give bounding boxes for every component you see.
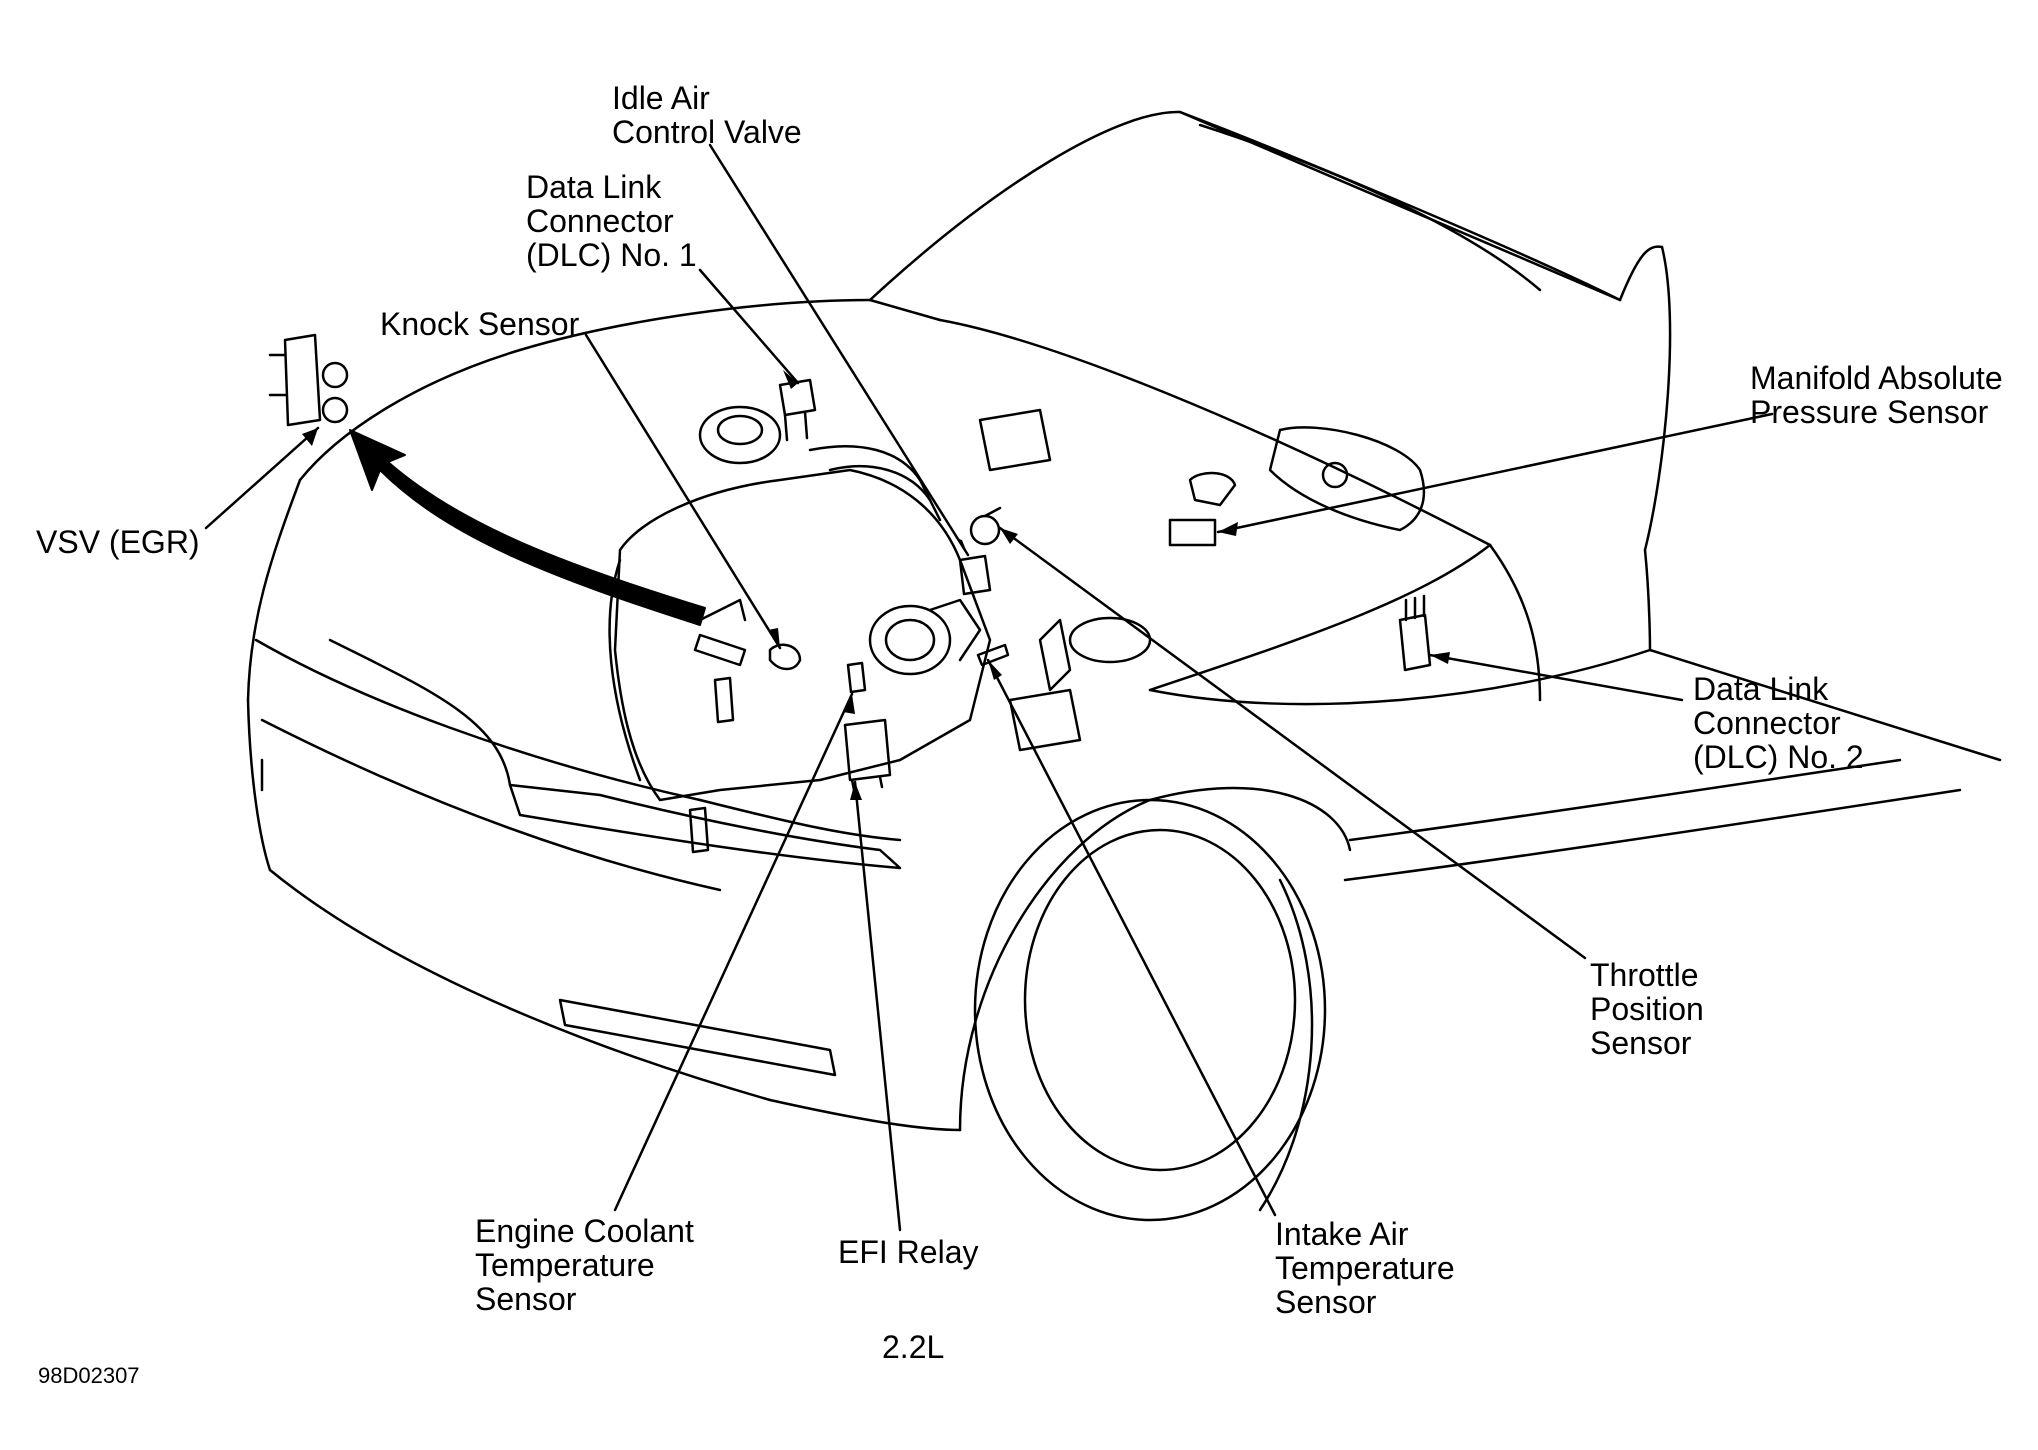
engine-coolant-temperature-sensor-part: [846, 661, 867, 694]
label-line: Intake Air: [1275, 1216, 1409, 1252]
oxygen-sensor-part: [688, 676, 735, 854]
leader-lines: [204, 143, 1774, 1232]
label-line: Sensor: [1275, 1284, 1377, 1320]
label-idle-air-control-valve: Idle Air Control Valve: [612, 81, 802, 149]
label-efi-relay: EFI Relay: [838, 1235, 978, 1269]
label-line: (DLC) No. 2: [1693, 739, 1864, 775]
engine-caption: 2.2L: [882, 1329, 945, 1365]
idle-air-control-valve-part: [958, 554, 992, 596]
leader-arrowheads: [302, 370, 1450, 800]
label-line: Pressure Sensor: [1750, 394, 1989, 430]
label-intake-air-temperature-sensor: Intake Air Temperature Sensor: [1275, 1217, 1455, 1319]
label-manifold-absolute-pressure-sensor: Manifold Absolute Pressure Sensor: [1750, 361, 2003, 429]
label-line: EFI Relay: [838, 1234, 979, 1270]
label-line: Position: [1590, 991, 1704, 1027]
label-line: Data Link: [1693, 671, 1829, 707]
label-line: Sensor: [475, 1281, 577, 1317]
label-line: Temperature: [1275, 1250, 1455, 1286]
label-line: Connector: [1693, 705, 1841, 741]
throttle-position-sensor-part: [969, 506, 1002, 546]
efi-relay-part: [843, 718, 892, 792]
label-line: Temperature: [475, 1247, 655, 1283]
label-dlc-no2: Data Link Connector (DLC) No. 2: [1693, 672, 1864, 774]
dlc-no2-connector: [1398, 594, 1432, 672]
label-line: VSV (EGR): [36, 524, 200, 560]
label-throttle-position-sensor: Throttle Position Sensor: [1590, 958, 1704, 1060]
label-knock-sensor: Knock Sensor: [380, 307, 579, 341]
car-body-outline: [246, 110, 2002, 1222]
knock-sensor-part: [693, 598, 802, 671]
label-line: Connector: [526, 203, 674, 239]
label-line: Manifold Absolute: [1750, 360, 2003, 396]
label-line: Sensor: [1590, 1025, 1692, 1061]
vsv-location-arrow: [349, 429, 706, 626]
intake-air-temperature-sensor-part: [976, 643, 1010, 667]
label-line: Knock Sensor: [380, 306, 580, 342]
label-engine-coolant-temperature-sensor: Engine Coolant Temperature Sensor: [475, 1214, 694, 1316]
engine-compartment: [608, 405, 1237, 802]
label-line: Control Valve: [612, 114, 802, 150]
dlc-no1-connector: [778, 378, 817, 442]
vsv-egr-component: [268, 333, 349, 427]
label-line: Idle Air: [612, 80, 710, 116]
label-line: Data Link: [526, 169, 662, 205]
figure-code: 98D02307: [38, 1363, 140, 1388]
label-dlc-no1: Data Link Connector (DLC) No. 1: [526, 170, 697, 272]
label-vsv-egr: VSV (EGR): [36, 525, 200, 559]
label-line: Throttle: [1590, 957, 1699, 993]
label-line: Engine Coolant: [475, 1213, 694, 1249]
label-line: (DLC) No. 1: [526, 237, 697, 273]
